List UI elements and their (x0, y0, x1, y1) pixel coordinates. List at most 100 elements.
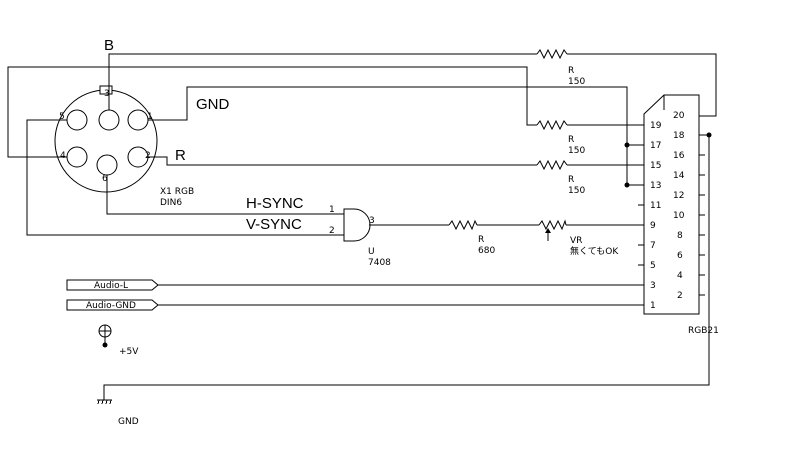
audio-gnd-port-shape (66, 299, 159, 311)
rgb21-pin-label: 11 (650, 201, 661, 211)
signal-hsync-label: H-SYNC (246, 195, 304, 212)
wire-r (148, 156, 537, 166)
rgb21-outer-stubs (699, 154, 705, 296)
signal-gnd-label: GND (196, 96, 230, 113)
resistor-zigzag (536, 119, 568, 131)
junction-dot (624, 142, 630, 148)
vr-note: 無くてもOK (570, 245, 619, 257)
din6-pin-label: 1 (147, 112, 153, 122)
signal-vsync-label: V-SYNC (246, 216, 302, 233)
rgb21-pin-label: 18 (673, 131, 685, 141)
ground-hatch (105, 399, 108, 405)
rgb21-pin-label: 8 (677, 231, 683, 241)
resistor-value: 150 (568, 186, 585, 196)
vcc-label: +5V (119, 347, 139, 357)
ground-symbol: GND (97, 399, 139, 427)
rgb21-label: RGB21 (688, 326, 719, 336)
ground-hatch (109, 399, 112, 405)
gate-pin-label: 2 (329, 226, 335, 236)
din6-key-notch (99, 85, 113, 95)
rgb21-pin-label: 15 (650, 161, 661, 171)
vcc-symbol: +5V (98, 324, 139, 357)
junction-dot (624, 182, 630, 188)
variable-resistor: VR 無くてもOK (538, 219, 619, 257)
rgb21-pin-label: 4 (677, 271, 683, 281)
resistor-value: 150 (568, 146, 585, 156)
resistor-value: 680 (478, 246, 495, 256)
wire-ground-return (103, 134, 710, 400)
rgb21-pin-label: 7 (650, 241, 656, 251)
wire-gnd (148, 86, 644, 186)
rgb21-pin-label: 12 (673, 191, 684, 201)
din6-connector: 5 3 1 4 2 6 X1 RGB DIN6 (54, 85, 194, 208)
audio-l-port-shape (66, 279, 159, 291)
resistor-zigzag (448, 219, 478, 231)
resistor-r150-r: R 150 (536, 159, 585, 196)
gate-pin-label: 1 (329, 205, 335, 215)
resistor-zigzag (536, 48, 568, 60)
wire-b (108, 53, 537, 110)
resistor-r150-b: R 150 (536, 48, 585, 87)
gate-part: 7408 (368, 258, 391, 268)
audio-gnd-label: Audio-GND (86, 301, 136, 311)
resistor-ref: R (478, 235, 484, 245)
ground-hatch (97, 399, 100, 405)
vr-ref: VR (570, 236, 582, 246)
rgb21-pin-label: 5 (650, 261, 656, 271)
junctions (624, 132, 712, 188)
rgb21-pin-label: 6 (677, 251, 683, 261)
signal-b-label: B (104, 37, 114, 54)
din6-sublabel: DIN6 (160, 198, 182, 208)
wires (7, 53, 717, 400)
and-gate-body (343, 208, 371, 242)
din6-pin-label: 6 (102, 174, 108, 184)
resistor-zigzag (538, 219, 567, 231)
din6-pin-label: 5 (59, 112, 65, 122)
rgb21-pin-label: 2 (677, 291, 683, 301)
resistor-zigzag (536, 159, 568, 171)
and-gate-7408: 1 2 3 U 7408 (329, 205, 391, 268)
resistor-ref: R (568, 66, 574, 76)
rgb21-pin-label: 19 (650, 121, 662, 131)
ground-label: GND (118, 417, 139, 427)
din6-pin-label: 3 (104, 89, 110, 99)
rgb21-pin-label: 13 (650, 181, 661, 191)
rgb21-body (643, 94, 700, 315)
resistor-value: 150 (568, 77, 585, 87)
rgb21-pin-label: 16 (673, 151, 685, 161)
rgb21-pin-label: 20 (673, 111, 685, 121)
rgb21-pin-label: 1 (650, 301, 656, 311)
audio-l-label: Audio-L (94, 281, 128, 291)
din6-pin-label: 4 (60, 151, 66, 161)
rgb21-pin-label: 17 (650, 141, 661, 151)
gate-pin-label: 3 (369, 216, 375, 226)
junction-dot (706, 132, 712, 138)
resistor-r680: R 680 (448, 219, 495, 256)
rgb21-pin-label: 3 (650, 281, 656, 291)
rgb21-pin-label: 9 (650, 221, 656, 231)
din6-pin-label: 2 (145, 151, 151, 161)
signal-r-label: R (175, 147, 186, 164)
resistor-r150-pin19: R 150 (536, 119, 585, 156)
wire-hsync (106, 175, 344, 215)
rgb21-inner-stubs (638, 204, 644, 266)
din6-pin-6 (96, 154, 118, 176)
wire-vsync (26, 119, 344, 236)
wire-b-to-pin20 (567, 53, 717, 117)
vr-wiper-arrow (545, 228, 551, 233)
rgb21-pin-label: 10 (673, 211, 685, 221)
resistor-ref: R (568, 135, 574, 145)
din6-pin-5 (66, 109, 88, 131)
vcc-dot (102, 342, 108, 348)
gate-ref: U (368, 247, 375, 257)
din6-pin-3 (98, 109, 120, 131)
wire-pin4-loop (7, 66, 537, 158)
din6-pin-1 (127, 109, 149, 131)
audio-gnd-port: Audio-GND (66, 299, 159, 311)
rgb21-connector: 19 17 15 13 11 9 7 5 3 1 20 18 16 14 12 … (638, 94, 719, 336)
audio-l-port: Audio-L (66, 279, 159, 291)
din6-pin-4 (66, 146, 88, 168)
rgb21-pin-label: 14 (673, 171, 685, 181)
din6-label: X1 RGB (160, 187, 194, 197)
